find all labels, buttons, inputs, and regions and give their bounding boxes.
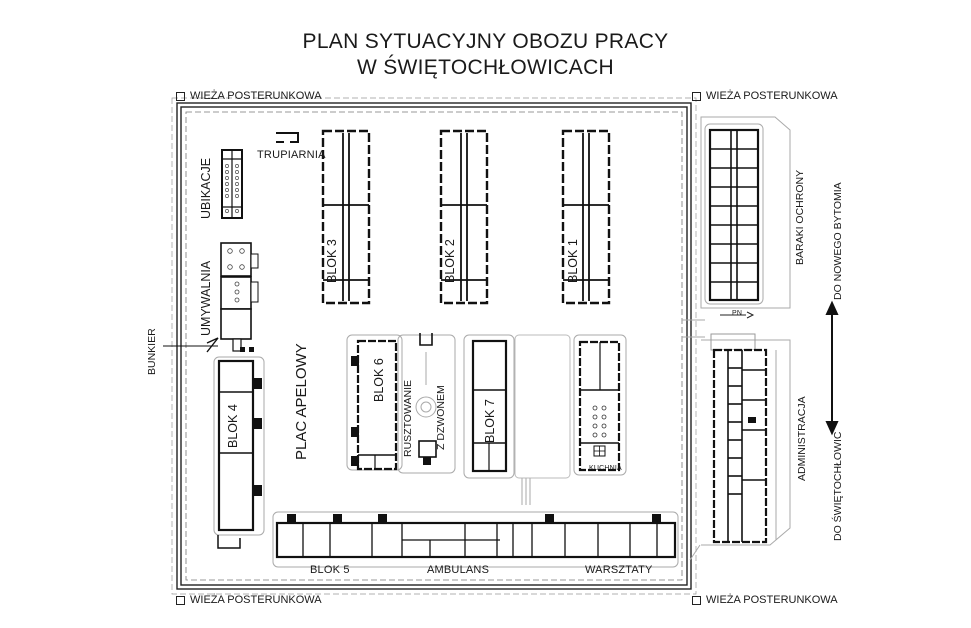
- ubikacje-building: [221, 149, 243, 219]
- tower-square-icon: [692, 91, 701, 101]
- tower-square-icon: [176, 595, 185, 605]
- umywalnia-building: [220, 242, 259, 340]
- label-trupiarnia: TRUPIARNIA: [257, 149, 326, 161]
- map-title-line2: W ŚWIĘTOCHŁOWICACH: [356, 56, 614, 79]
- administracja-building: [712, 348, 768, 544]
- label-baraki-ochrony: BARAKI OCHRONY: [794, 169, 806, 265]
- tower-square-icon: [692, 595, 701, 605]
- label-ambulans: AMBULANS: [427, 564, 490, 576]
- label-blok2: BLOK 2: [443, 239, 457, 283]
- guard-tower-top-left: WIEŻA POSTERUNKOWA: [176, 90, 322, 102]
- label-blok6: BLOK 6: [372, 358, 386, 402]
- label-administracja: ADMINISTRACJA: [796, 396, 808, 481]
- direction-arrow: [825, 300, 839, 436]
- guard-tower-bottom-right: WIEŻA POSTERUNKOWA: [692, 594, 838, 606]
- label-umywalnia: UMYWALNIA: [199, 260, 213, 336]
- label-direction-south: DO ŚWIĘTOCHŁOWIC: [832, 431, 844, 541]
- map-title-line1: PLAN SYTUACYJNY OBOZU PRACY: [302, 30, 669, 53]
- label-plac-apelowy: PLAC APELOWY: [293, 343, 310, 460]
- barracks-blocks: [321, 129, 611, 305]
- label-blok4: BLOK 4: [226, 404, 240, 448]
- tower-square-icon: [176, 91, 185, 101]
- guard-tower-top-right: WIEŻA POSTERUNKOWA: [692, 90, 838, 102]
- blok4-building: [217, 359, 255, 532]
- baraki-ochrony-building: [708, 128, 760, 302]
- label-gate-pn: PN: [732, 310, 743, 317]
- label-blok5: BLOK 5: [310, 564, 350, 576]
- label-ubikacje: UBIKACJE: [199, 157, 213, 219]
- label-bunkier: BUNKIER: [146, 328, 158, 375]
- label-blok3: BLOK 3: [325, 239, 339, 283]
- label-warsztaty: WARSZTATY: [585, 564, 653, 576]
- label-z-dzwonem: Z DZWONEM: [435, 385, 447, 450]
- label-blok1: BLOK 1: [566, 239, 580, 283]
- label-blok7: BLOK 7: [483, 399, 497, 443]
- guard-tower-bottom-left: WIEŻA POSTERUNKOWA: [176, 594, 322, 606]
- label-rusztowanie: RUSZTOWANIE: [402, 379, 414, 457]
- label-kuchnia: KUCHNIA: [589, 465, 622, 472]
- label-direction-north: DO NOWEGO BYTOMIA: [832, 182, 844, 300]
